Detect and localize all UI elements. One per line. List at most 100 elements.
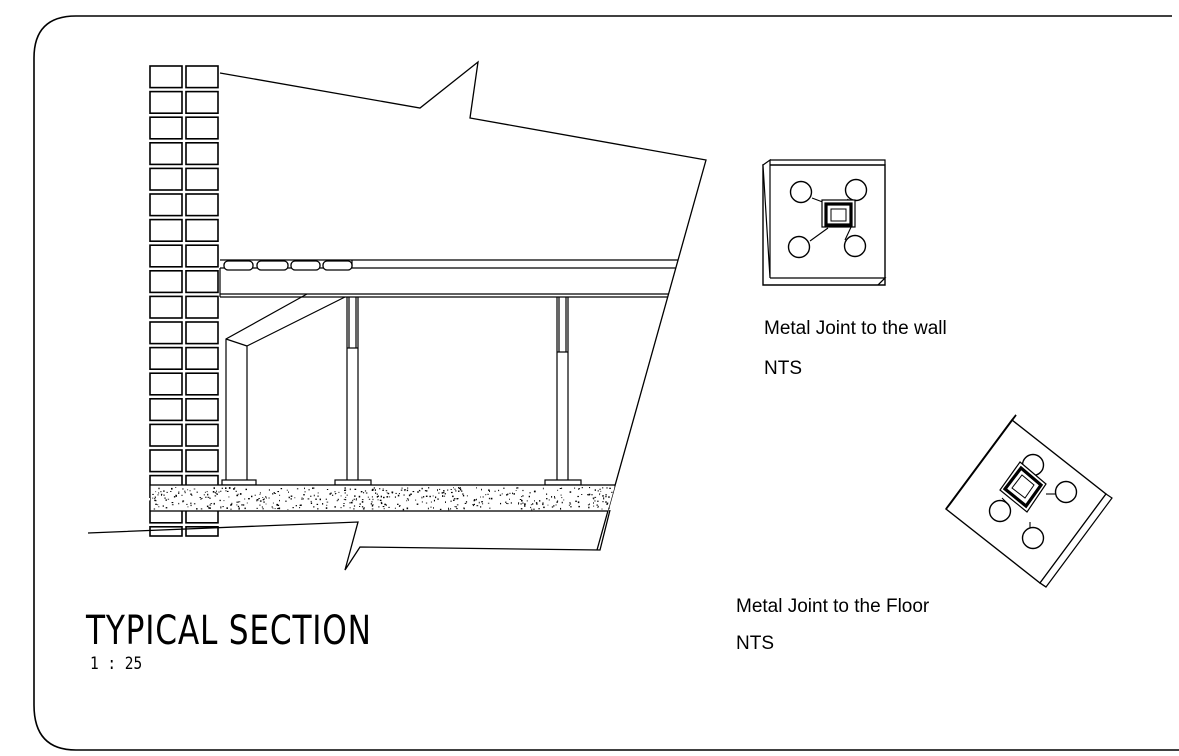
concrete-aggregate [581,487,583,489]
concrete-aggregate [372,498,374,501]
concrete-aggregate [532,503,534,505]
concrete-aggregate [408,494,411,497]
concrete-aggregate [280,488,283,490]
concrete-aggregate [453,499,455,501]
concrete-aggregate [402,508,405,511]
concrete-aggregate [225,487,227,489]
concrete-aggregate [561,497,563,499]
concrete-aggregate [262,499,265,501]
concrete-aggregate [522,489,524,492]
concrete-aggregate [271,506,273,508]
concrete-aggregate [214,495,217,497]
concrete-aggregate [513,493,515,495]
concrete-aggregate [444,493,446,495]
concrete-aggregate [600,490,602,492]
concrete-aggregate [209,497,211,499]
concrete-aggregate [594,489,596,491]
brick [149,193,183,217]
brick [149,244,183,268]
concrete-aggregate [451,491,453,494]
concrete-aggregate [277,508,279,510]
concrete-aggregate [209,504,212,506]
concrete-aggregate [326,501,329,503]
concrete-aggregate [524,505,526,507]
concrete-aggregate [257,499,259,501]
concrete-aggregate [489,490,490,492]
concrete-aggregate [316,503,319,505]
concrete-aggregate [158,487,160,490]
brick [149,449,183,473]
concrete-aggregate [310,502,313,504]
concrete-aggregate [361,506,364,508]
concrete-aggregate [371,505,374,507]
floor-joint-scale-note: NTS [736,633,774,654]
concrete-aggregate [241,504,243,506]
concrete-aggregate [489,507,491,509]
concrete-aggregate [442,492,445,494]
concrete-aggregate [350,501,353,504]
section-scale: 1 : 25 [90,654,143,674]
concrete-aggregate [204,491,206,493]
wall-joint-caption: Metal Joint to the wall [764,318,947,339]
concrete-aggregate [561,487,563,489]
concrete-aggregate [490,497,493,500]
concrete-aggregate [481,488,482,491]
concrete-aggregate [430,501,432,503]
concrete-aggregate [178,491,180,493]
concrete-aggregate [473,503,475,506]
concrete-aggregate [231,502,233,505]
concrete-aggregate [554,496,555,498]
concrete-aggregate [439,508,442,510]
concrete-aggregate [385,490,388,492]
concrete-aggregate [234,487,236,489]
concrete-aggregate [161,494,162,496]
concrete-aggregate [220,506,222,508]
concrete-aggregate [608,496,610,498]
concrete-aggregate [173,496,176,498]
concrete-aggregate [319,498,321,501]
column-2 [544,297,582,486]
concrete-aggregate [372,504,374,506]
brick [149,423,183,447]
brick [149,346,183,371]
concrete-aggregate [605,501,607,503]
concrete-aggregate [187,506,189,508]
concrete-aggregate [239,493,242,495]
concrete-aggregate [385,504,387,506]
concrete-aggregate [277,504,280,506]
concrete-aggregate [376,496,378,498]
concrete-aggregate [334,491,336,493]
concrete-aggregate [510,502,512,504]
concrete-aggregate [578,488,580,490]
brick [149,321,183,345]
concrete-aggregate [171,504,174,506]
concrete-aggregate [303,494,305,496]
concrete-aggregate [290,498,292,500]
concrete-aggregate [433,507,434,509]
concrete-aggregate [175,494,177,497]
concrete-aggregate [476,498,477,501]
concrete-aggregate [601,508,603,510]
brick [149,372,183,396]
concrete-aggregate [515,490,517,491]
concrete-aggregate [206,491,208,493]
concrete-aggregate [166,491,168,493]
concrete-aggregate [213,502,215,505]
concrete-aggregate [569,491,572,493]
wall-joint-detail [762,158,887,286]
concrete-aggregate [353,505,356,507]
concrete-aggregate [539,500,541,502]
concrete-aggregate [599,493,601,495]
concrete-aggregate [154,498,156,500]
brick [185,423,219,447]
concrete-aggregate [570,506,572,508]
concrete-aggregate [530,506,532,509]
concrete-aggregate [199,497,201,498]
concrete-aggregate [509,492,511,494]
concrete-aggregate [379,488,381,490]
concrete-aggregate [201,497,203,499]
concrete-aggregate [596,504,598,506]
concrete-aggregate [273,492,275,494]
concrete-aggregate [262,507,264,510]
concrete-aggregate [397,503,399,505]
